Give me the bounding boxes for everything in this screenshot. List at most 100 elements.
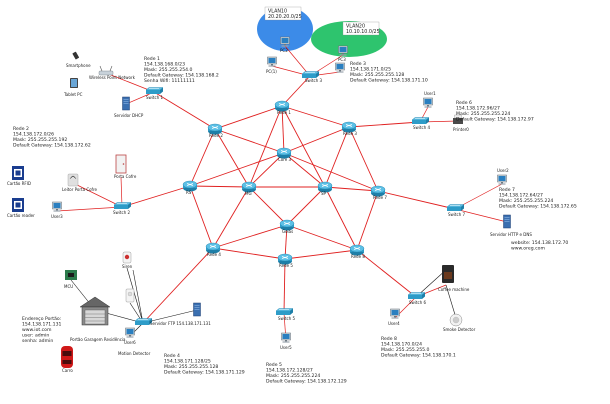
switch-1[interactable] [145, 87, 164, 95]
iot-info: Endereço Portão: 154.138.171.131 www.iot… [22, 316, 62, 344]
vlan10-subnet: 20.20.20.0/25 [268, 14, 302, 20]
rede5-info: Rede 5 154.138.172.128/27 Mask: 255.255.… [266, 362, 347, 385]
server-ftp[interactable] [193, 302, 201, 317]
switch1-label: Switch 1 [146, 95, 163, 100]
user-rede6-label: User1 [424, 91, 436, 96]
mcu-label: MCU [64, 284, 73, 289]
user-rede7-label: User2 [497, 168, 509, 173]
tablet-icon[interactable] [70, 78, 78, 88]
router-rede3-label: Rede 3 [343, 131, 357, 136]
rfid-reader-icon[interactable] [67, 173, 79, 187]
rfid-card-1-icon[interactable] [12, 166, 24, 180]
rfid-card-2-icon[interactable] [12, 198, 24, 212]
motion-label: Motion Detector [118, 351, 151, 356]
rede3-line-3: Default Gateway: 154.138.171.10 [350, 78, 428, 84]
rede1-line-3: Default Gateway: 154.138.168.2 [144, 73, 219, 79]
car-label: Carro [62, 368, 73, 373]
pc-user-rede2[interactable] [52, 201, 62, 213]
coffee-label: Coffee machine [438, 287, 470, 292]
rede5-line-0: Rede 5 [266, 362, 282, 368]
server-http-dns[interactable] [503, 214, 511, 229]
coffee-machine-icon[interactable] [442, 265, 454, 283]
vault-door-label: Porta Cofre [114, 174, 137, 179]
rede6-line-2: Mask: 255.255.255.224 [456, 111, 510, 117]
router-sp-label: SP [321, 191, 327, 196]
user-rede5-label: User5 [280, 345, 292, 350]
printer-label: Printer0 [453, 127, 469, 132]
smartphone-label: Smartphone [66, 63, 91, 68]
pc-user0[interactable] [335, 62, 345, 74]
siren-label: Siren [122, 264, 133, 269]
router-rs-label: RS [186, 190, 192, 195]
rede7-line-3: Default Gateway: 154.138.172.65 [499, 204, 577, 210]
vlan10-label-box [264, 6, 302, 21]
printer-icon[interactable] [453, 114, 463, 124]
rede6-line-3: Default Gateway: 154.138.172.97 [456, 117, 534, 123]
switch2-label: Switch 2 [113, 210, 130, 215]
switch5-label: Switch 5 [278, 316, 295, 321]
pc-user-rede7[interactable] [497, 174, 507, 186]
vlan20-subnet: 10.10.10.0/25 [346, 29, 380, 35]
rede4-info: Rede 4 154.138.171.128/25 Mask: 255.255.… [164, 353, 245, 376]
wireless-access-point-icon[interactable] [98, 65, 114, 76]
pc-user-rede6[interactable] [423, 97, 433, 109]
rfid-card-1-label: Cartão RFID [7, 181, 31, 186]
garage-label: Portão Garagem Residência [70, 337, 126, 342]
iot-line-2: www.iot.com [22, 327, 52, 333]
garage-icon[interactable] [79, 296, 111, 326]
vlan20-label-box [342, 21, 380, 36]
website-line-1: www.oreg.com [511, 246, 545, 252]
website-line-0: website: 154.138.172.70 [511, 240, 568, 246]
pc-1[interactable] [267, 56, 277, 68]
wap-label: Wireless Point Network [89, 75, 136, 80]
rede2-info: Rede 2 154.138.172.0/26 Mask: 255.255.25… [13, 126, 91, 149]
rede3-line-1: 154.138.171.0/25 [350, 67, 391, 73]
switch7-label: Switch 7 [448, 212, 465, 217]
rede5-line-1: 154.138.172.128/27 [266, 368, 313, 374]
rede8-info: Rede 8 154.138.170.0/24 Mask: 255.255.25… [381, 336, 456, 359]
router-mg-label: MG [245, 191, 252, 196]
rede8-line-1: 154.138.170.0/24 [381, 342, 422, 348]
device-links [56, 45, 508, 342]
smoke-label: Smoke Detector [443, 327, 476, 332]
rede3-info: Rede 3 154.138.171.0/25 Mask: 255.255.25… [350, 61, 428, 84]
pc-user-rede5[interactable] [281, 332, 291, 344]
iot-line-4: senha: admin [22, 338, 53, 344]
http-dns-label: Servidor HTTP e DNS [490, 232, 532, 237]
pc-user-rede8[interactable] [390, 308, 400, 320]
router-rede5-label: Rede 5 [279, 263, 293, 268]
dhcp-label: Servidor DHCP [114, 113, 144, 118]
router-rede4-label: Rede 4 [207, 252, 221, 257]
switch6-label: Switch 6 [409, 300, 426, 305]
switch-4[interactable] [411, 117, 430, 125]
smoke-detector-icon[interactable] [449, 313, 463, 327]
router-rede8-label: Rede 8 [351, 254, 365, 259]
iot-line-3: user: admin [22, 333, 49, 339]
pc-user-rede4[interactable] [125, 327, 135, 339]
rede5-line-2: Mask: 255.255.255.224 [266, 373, 320, 379]
smartphone-icon[interactable] [72, 51, 80, 60]
rede1-line-4: Senha Wifi: 11111111 [144, 78, 195, 84]
mcu-icon[interactable] [65, 270, 77, 280]
motion-detector-icon[interactable] [125, 288, 135, 303]
rede6-line-0: Rede 6 [456, 100, 472, 106]
website-info: website: 154.138.172.70 www.oreg.com [511, 240, 568, 252]
user-rede4-label: User6 [124, 340, 136, 345]
switch-2[interactable] [113, 202, 132, 210]
ftp-label: Servidor FTP 154.138.171.131 [150, 321, 211, 326]
car-icon[interactable] [61, 346, 73, 368]
rede2-line-0: Rede 2 [13, 126, 29, 132]
rede2-line-2: Mask: 255.255.255.192 [13, 137, 67, 143]
switch4-label: Switch 4 [413, 125, 430, 130]
switch-5[interactable] [275, 308, 294, 316]
switch-7[interactable] [446, 204, 465, 212]
user-rede2-label: User3 [51, 214, 63, 219]
vault-door-icon[interactable] [115, 154, 127, 174]
server-dhcp[interactable] [122, 96, 130, 111]
pc2-label: PC2 [280, 48, 288, 53]
rede3-line-2: Mask: 255.255.255.128 [350, 72, 404, 78]
siren-icon[interactable] [122, 251, 132, 264]
rfid-reader-label: Leitor Porta Cofre [62, 187, 98, 192]
router-links [121, 75, 456, 324]
switch-6[interactable] [407, 292, 426, 300]
